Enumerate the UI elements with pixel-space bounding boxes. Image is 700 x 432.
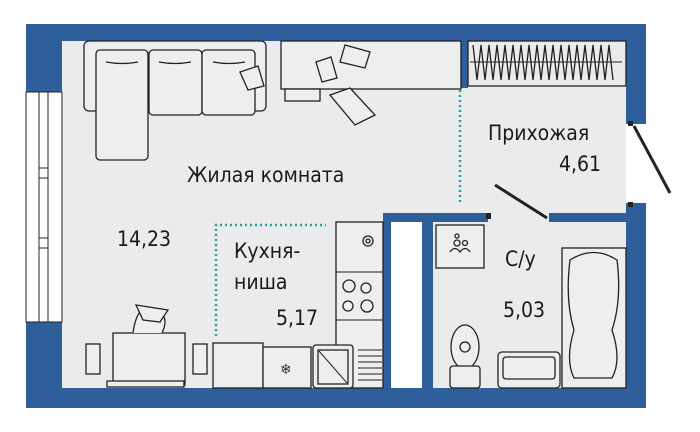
room-label-living: Жилая комната [187, 163, 344, 187]
kitchen-divider [214, 223, 326, 336]
walls [26, 24, 646, 408]
sofa-icon [83, 40, 267, 161]
freezer-icon: ❄ [280, 361, 292, 377]
room-area-kitchen: 5,17 [276, 306, 318, 330]
ventilation-shaft [391, 222, 422, 388]
room-label-bathroom: С/у [505, 247, 536, 271]
entrance-door [632, 125, 672, 194]
radiator-icon [467, 40, 627, 87]
window [25, 91, 63, 323]
room-label-kitchen-line2: ниша [234, 270, 288, 294]
bathroom-fixtures [435, 224, 627, 389]
dining-table-icon [85, 304, 208, 388]
bathroom-door [494, 183, 548, 220]
room-area-bathroom: 5,03 [503, 298, 545, 322]
room-area-hallway: 4,61 [559, 152, 601, 176]
room-area-living: 14,23 [117, 227, 171, 251]
kitchen-units: ❄ [212, 221, 384, 389]
desk-icon [280, 40, 462, 126]
room-label-kitchen-line1: Кухня- [234, 239, 300, 263]
room-label-hallway: Прихожая [488, 121, 589, 145]
